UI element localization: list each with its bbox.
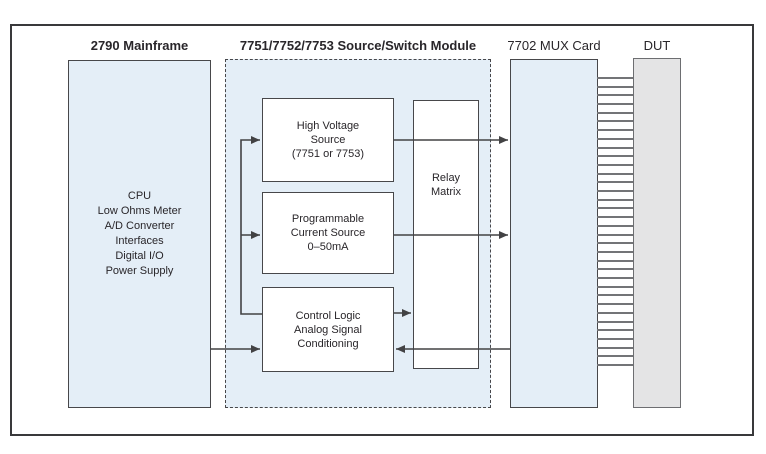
high-voltage-source-box: High Voltage Source (7751 or 7753): [262, 98, 394, 182]
ribbon-wire: [597, 216, 634, 219]
ribbon-wire: [597, 137, 634, 140]
hv-text-line: Source: [310, 134, 346, 146]
ribbon-wire: [597, 320, 634, 323]
cs-text-line: Programmable: [291, 213, 365, 225]
ribbon-wire: [597, 172, 634, 175]
ribbon-wire: [597, 129, 634, 132]
ribbon-wire: [597, 207, 634, 210]
mainframe-text-line: Interfaces: [115, 235, 164, 247]
ribbon-wire: [597, 311, 634, 314]
ribbon-wire: [597, 181, 634, 184]
cl-text-line: Conditioning: [297, 337, 359, 350]
ribbon-wire: [597, 346, 634, 349]
relay-text-line: Relay: [431, 172, 461, 184]
ribbon-wire: [597, 337, 634, 340]
hv-text-line: (7751 or 7753): [291, 148, 365, 160]
mux-dut-ribbon: [597, 77, 634, 366]
ribbon-wire: [597, 120, 634, 123]
mux-card-box: [510, 59, 598, 408]
cs-text-line: Current Source: [290, 227, 366, 239]
ribbon-wire: [597, 250, 634, 253]
ribbon-wire: [597, 294, 634, 297]
ribbon-wire: [597, 242, 634, 245]
ribbon-wire: [597, 163, 634, 166]
ribbon-wire: [597, 277, 634, 280]
ribbon-wire: [597, 329, 634, 332]
ribbon-wire: [597, 198, 634, 201]
source-switch-module-label: 7751/7752/7753 Source/Switch Module: [239, 38, 477, 53]
ribbon-wire: [597, 268, 634, 271]
ribbon-wire: [597, 285, 634, 288]
mainframe-label: 2790 Mainframe: [90, 38, 189, 53]
ribbon-wire: [597, 355, 634, 358]
ribbon-wire: [597, 111, 634, 114]
mainframe-box: CPU Low Ohms Meter A/D Converter Interfa…: [68, 60, 211, 408]
ribbon-wire: [597, 303, 634, 306]
mux-card-label: 7702 MUX Card: [507, 38, 601, 53]
mainframe-text-line: Low Ohms Meter: [97, 205, 182, 217]
mainframe-text-line: Power Supply: [105, 265, 174, 277]
relay-text-line: Matrix: [431, 186, 461, 198]
cl-text-line: Control Logic: [295, 309, 361, 322]
mainframe-text-line: Digital I/O: [115, 250, 164, 262]
ribbon-wire: [597, 259, 634, 262]
cs-text-line: 0–50mA: [307, 241, 349, 253]
relay-matrix-box: Relay Matrix: [413, 100, 479, 369]
hv-text-line: High Voltage: [296, 120, 360, 132]
ribbon-wire: [597, 146, 634, 149]
cl-text-line: Analog Signal: [294, 323, 362, 336]
ribbon-wire: [597, 77, 634, 79]
ribbon-wire: [597, 85, 634, 88]
mainframe-text-line: CPU: [127, 190, 152, 202]
ribbon-wire: [597, 224, 634, 227]
ribbon-wire: [597, 190, 634, 193]
ribbon-wire: [597, 233, 634, 236]
control-logic-box: Control Logic Analog Signal Conditioning: [262, 287, 394, 372]
programmable-current-source-box: Programmable Current Source 0–50mA: [262, 192, 394, 274]
mainframe-text-line: A/D Converter: [104, 220, 175, 232]
dut-box: [633, 58, 681, 408]
ribbon-wire: [597, 94, 634, 97]
ribbon-wire: [597, 155, 634, 158]
ribbon-wire: [597, 364, 634, 366]
dut-label: DUT: [643, 38, 671, 53]
ribbon-wire: [597, 103, 634, 106]
